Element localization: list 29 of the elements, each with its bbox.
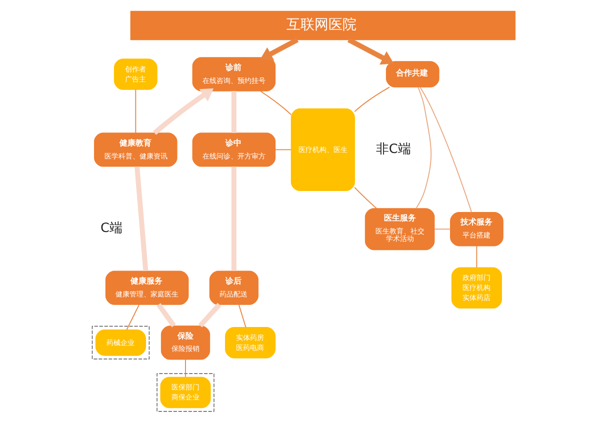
label: 非C端 <box>376 142 411 157</box>
node-box: 互联网医院 <box>130 10 516 40</box>
connector <box>420 86 472 213</box>
connector <box>260 90 292 116</box>
node-box: 医保部门 商保企业 <box>160 376 211 408</box>
connector <box>198 302 222 328</box>
connector <box>231 166 236 271</box>
label: C端 <box>100 221 122 236</box>
arrow <box>347 38 394 65</box>
connector <box>135 89 136 134</box>
connector <box>354 186 377 209</box>
node-box: 实体药房 医药电商 <box>225 327 276 358</box>
node-box: 药械企业 <box>95 330 146 356</box>
connector <box>274 149 292 150</box>
connector <box>238 304 246 328</box>
connector <box>354 86 390 112</box>
node-box: 医疗机构、医生 <box>290 108 355 191</box>
arrow <box>152 88 214 135</box>
connector <box>231 91 236 133</box>
node-box: 政府部门 医疗机构 实体药店 <box>451 267 502 308</box>
node-box: 创作者 广告主 <box>114 58 158 90</box>
connector <box>134 166 148 272</box>
connector <box>185 359 186 378</box>
connector <box>126 304 140 330</box>
connector <box>416 86 432 209</box>
connector <box>476 246 478 268</box>
connector <box>156 303 176 328</box>
arrow <box>260 38 299 61</box>
connector <box>434 228 451 230</box>
